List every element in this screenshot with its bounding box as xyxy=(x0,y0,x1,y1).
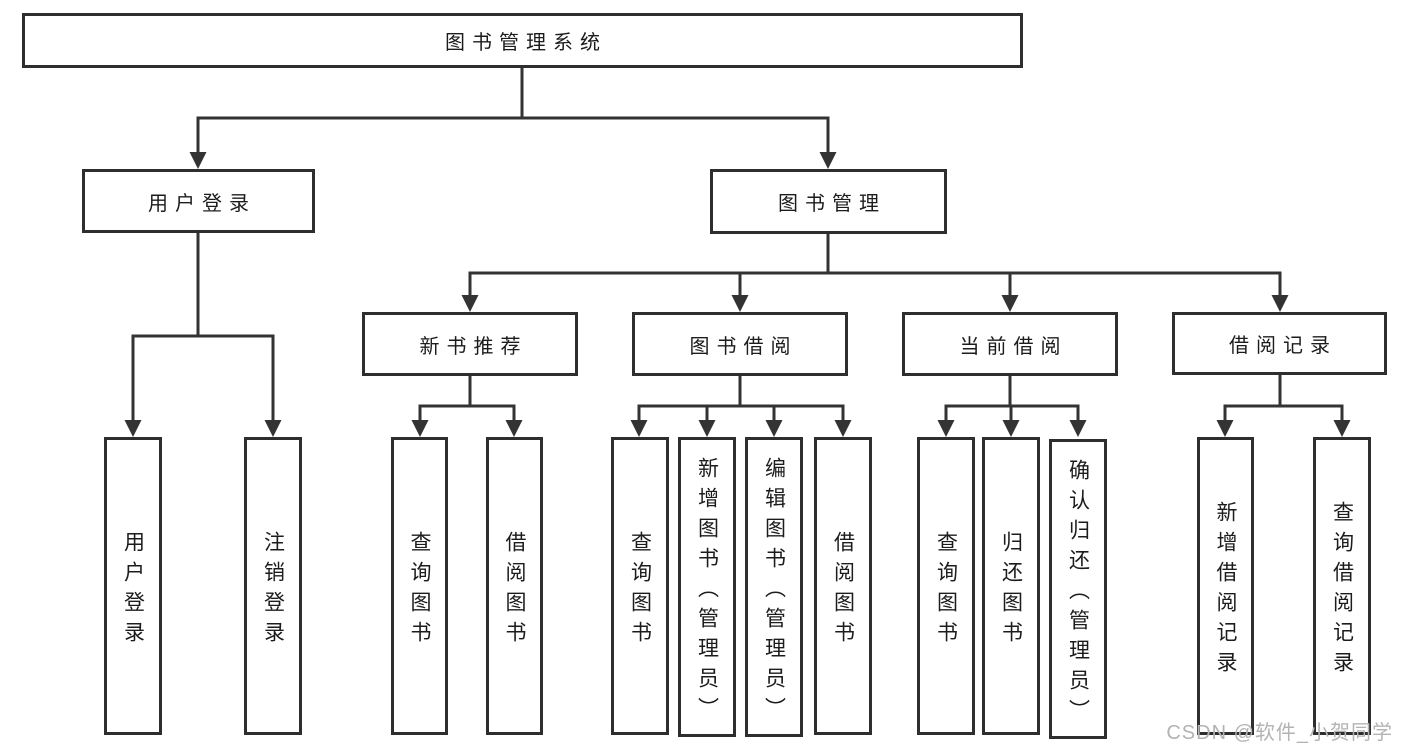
node-book-borrow: 图书借阅 xyxy=(632,312,848,376)
leaf-logout: 注销登录 xyxy=(244,437,302,735)
leaf-current-return-books: 归还图书 xyxy=(982,437,1040,735)
node-label: 图书管理 xyxy=(778,193,886,215)
leaf-borrow-add-books-admin: 新增图书（管理员） xyxy=(678,437,736,737)
node-label: 图书借阅 xyxy=(689,335,798,358)
node-label: 归还图书 xyxy=(999,530,1023,651)
leaf-borrow-edit-books-admin: 编辑图书（管理员） xyxy=(745,437,803,737)
node-label: 新增图书（管理员） xyxy=(695,456,719,727)
leaf-user-login: 用户登录 xyxy=(104,437,162,735)
leaf-borrow-search-books: 查询图书 xyxy=(611,437,669,735)
leaf-records-search-borrow-record: 查询借阅记录 xyxy=(1313,437,1371,735)
node-label: 借阅图书 xyxy=(831,530,855,651)
leaf-current-confirm-return-admin: 确认归还（管理员） xyxy=(1049,439,1107,739)
leaf-newbook-borrow-books: 借阅图书 xyxy=(486,437,543,735)
node-label: 用户登录 xyxy=(148,192,256,215)
node-label: 查询图书 xyxy=(934,530,958,651)
node-system-root: 图书管理系统 xyxy=(22,13,1023,68)
node-label: 当前借阅 xyxy=(959,335,1068,358)
node-label: 确认归还（管理员） xyxy=(1066,458,1090,729)
node-label: 查询借阅记录 xyxy=(1330,500,1354,681)
leaf-current-search-books: 查询图书 xyxy=(917,437,975,735)
node-label: 查询图书 xyxy=(408,530,431,651)
node-book-management: 图书管理 xyxy=(710,169,947,234)
leaf-records-add-borrow-record: 新增借阅记录 xyxy=(1197,437,1254,735)
node-label: 借阅图书 xyxy=(503,530,526,651)
leaf-borrow-borrow-books: 借阅图书 xyxy=(814,437,872,735)
node-label: 借阅记录 xyxy=(1229,335,1337,357)
node-label: 查询图书 xyxy=(628,530,652,651)
csdn-watermark: CSDN @软件_小贺同学 xyxy=(1166,722,1393,744)
node-label: 新书推荐 xyxy=(419,335,528,358)
node-label: 编辑图书（管理员） xyxy=(762,456,786,727)
node-label: 新增借阅记录 xyxy=(1214,500,1237,681)
node-label: 注销登录 xyxy=(261,530,285,651)
leaf-newbook-search-books: 查询图书 xyxy=(391,437,448,735)
node-current-borrow: 当前借阅 xyxy=(902,312,1118,376)
node-new-book-recommend: 新书推荐 xyxy=(362,312,578,376)
node-label: 用户登录 xyxy=(121,530,145,651)
node-borrow-records: 借阅记录 xyxy=(1172,312,1387,375)
node-user-login: 用户登录 xyxy=(82,169,315,233)
node-label: 图书管理系统 xyxy=(445,32,607,54)
